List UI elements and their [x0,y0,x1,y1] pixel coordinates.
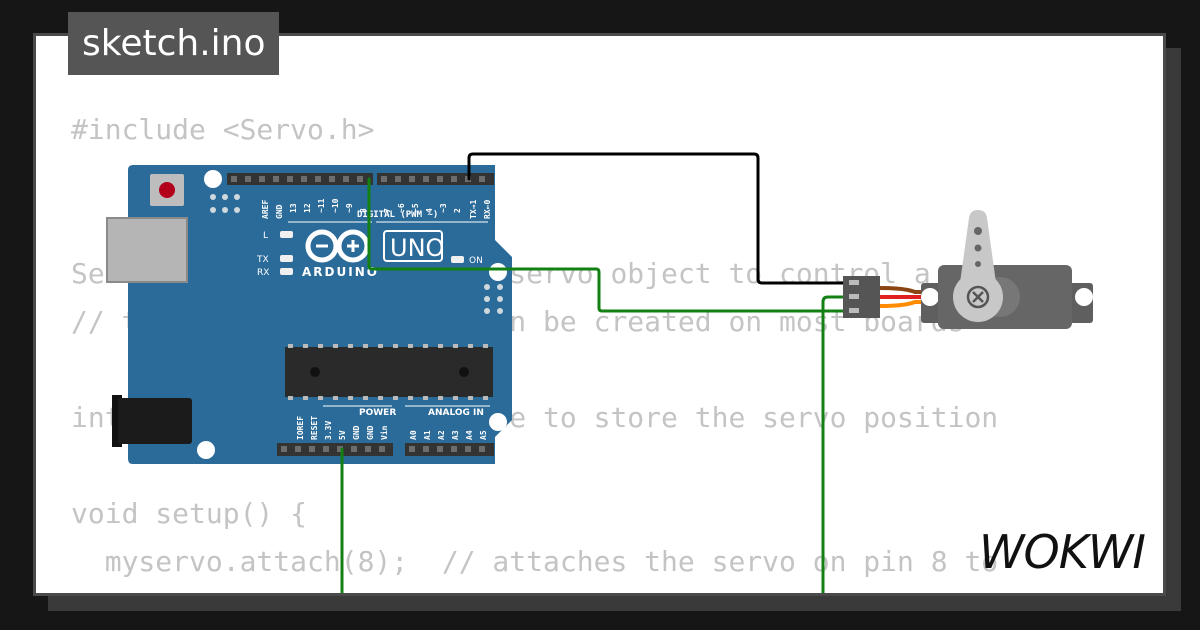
board-brand: ARDUINO [302,265,379,279]
pin-label: AREF [261,200,270,219]
board-model: UNO [390,234,444,262]
pin-label: A2 [437,430,446,440]
analog-label: ANALOG IN [428,408,484,418]
pin-label: A1 [423,430,432,440]
pin-label: 8 [359,208,368,213]
pin-label: ~5 [411,203,420,213]
pin-label: A0 [409,430,418,440]
power-label: POWER [359,408,396,418]
pin-label: 5V [338,430,347,440]
power-header[interactable] [277,443,393,456]
gnd-wire[interactable] [367,177,850,313]
pin-label: IOREF [296,416,305,440]
led-on [451,256,464,263]
led-l [280,231,293,238]
pin-label: 4 [425,208,434,213]
led-tx-label: TX [256,255,269,265]
atmega-chip [285,344,493,400]
servo-connector[interactable] [843,276,880,318]
arduino-infinity-logo [305,229,370,263]
header-pin-holes [231,176,485,182]
servo-screw-icon [966,285,990,309]
pin-label: A3 [451,430,460,440]
pin-label: 7 [383,208,392,213]
led-l-label: L [263,231,268,241]
led-rx-label: RX [257,268,269,278]
code-line: myservo.attach(8); // attaches the servo… [71,545,999,578]
digital-header-right[interactable] [377,173,494,185]
pin-label: ~10 [331,198,340,213]
pin-label: 13 [289,203,298,213]
code-line: void setup() { [71,497,308,530]
top-pin-labels: AREF GND 13 12 ~11 ~10 ~9 8 7 ~6 ~5 4 ~3… [261,198,492,219]
pin-label: GND [366,425,375,440]
pin-label: RX←0 [483,200,492,219]
power-wire-servo[interactable] [821,295,850,600]
pin-label: 12 [303,203,312,213]
analog-pin-labels: A0 A1 A2 A3 A4 A5 [409,430,488,440]
reset-button-cap[interactable] [159,182,175,198]
pin-label: GND [275,204,284,219]
pin-label: GND [352,425,361,440]
mounting-hole [204,170,222,188]
arduino-logo-symbols [316,240,359,252]
icsp-header [207,190,247,216]
pin-label: A5 [479,430,488,440]
pin-label: 2 [453,208,462,213]
dc-power-jack [112,395,192,447]
arduino-uno-board[interactable]: AREF GND 13 12 ~11 ~10 ~9 8 7 ~6 ~5 4 ~3… [106,165,512,464]
digital-header-label: DIGITAL (PWM ~) [357,210,438,220]
servo-motor[interactable] [843,210,1093,329]
led-rx [280,268,293,275]
mounting-hole [489,263,507,281]
power-pin-labels: IOREF RESET 3.3V 5V GND GND Vin [296,416,389,440]
uno-badge [383,230,443,262]
icsp2-header [481,281,507,319]
pin-label: ~11 [317,198,326,213]
mounting-hole [489,413,507,431]
code-line: #include <Servo.h> [71,113,375,146]
pin-label: Vin [379,425,389,440]
signal-wire[interactable] [467,152,850,285]
pin-label: RESET [310,416,319,440]
pin-label: TX→1 [469,200,478,219]
pin-label: ~6 [397,203,406,213]
pin-label: 3.3V [324,421,333,440]
file-title: sketch.ino [68,12,280,75]
mounting-hole [197,441,215,459]
wokwi-logo-text: WOKWI [979,525,1145,579]
wokwi-logo: WOKWI [979,525,1146,579]
usb-connector [106,217,188,283]
led-tx [280,255,293,262]
pin-label: ~3 [439,203,448,213]
pin-label: ~9 [345,203,354,213]
pin-label: A4 [465,430,474,440]
led-on-label: ON [469,256,483,266]
